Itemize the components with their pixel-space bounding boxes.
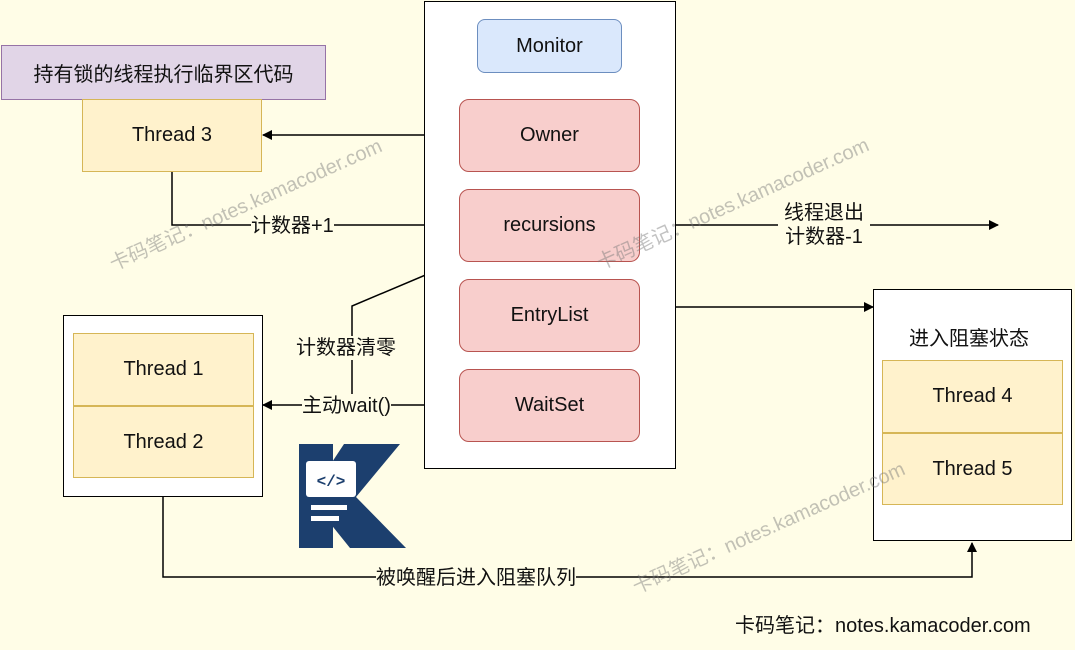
- kamacoder-logo: </>: [299, 444, 406, 548]
- thread-exit-label-line1: 线程退出: [784, 202, 864, 224]
- recursions-field: recursions: [459, 189, 640, 262]
- counter-plus-label: 计数器+1: [251, 214, 334, 238]
- footer-credit: 卡码笔记：notes.kamacoder.com: [735, 615, 1031, 637]
- thread3-box: Thread 3: [82, 99, 262, 172]
- thread-exit-label-line2: 计数器-1: [785, 226, 863, 248]
- blocked-group-title: 进入阻塞状态: [909, 328, 1029, 350]
- thread5-box: Thread 5: [882, 433, 1063, 505]
- wakeup-label: 被唤醒后进入阻塞队列: [376, 566, 576, 590]
- counter-reset-label: 计数器清零: [296, 336, 396, 360]
- edge-thread3-to-recursions: [171, 172, 460, 230]
- thread4-box: Thread 4: [882, 360, 1063, 433]
- critical-section-note: 持有锁的线程执行临界区代码: [1, 45, 326, 100]
- thread-exit-label: 线程退出 计数器-1: [778, 201, 870, 249]
- svg-text:</>: </>: [317, 473, 346, 491]
- waitset-field: WaitSet: [459, 369, 640, 442]
- owner-field: Owner: [459, 99, 640, 172]
- monitor-title-box: Monitor: [477, 19, 622, 73]
- wait-call-label: 主动wait(): [302, 394, 391, 418]
- thread2-box: Thread 2: [73, 406, 254, 478]
- edge-wakeup-to-blocked: [162, 497, 977, 578]
- entrylist-field: EntryList: [459, 279, 640, 352]
- thread1-box: Thread 1: [73, 333, 254, 406]
